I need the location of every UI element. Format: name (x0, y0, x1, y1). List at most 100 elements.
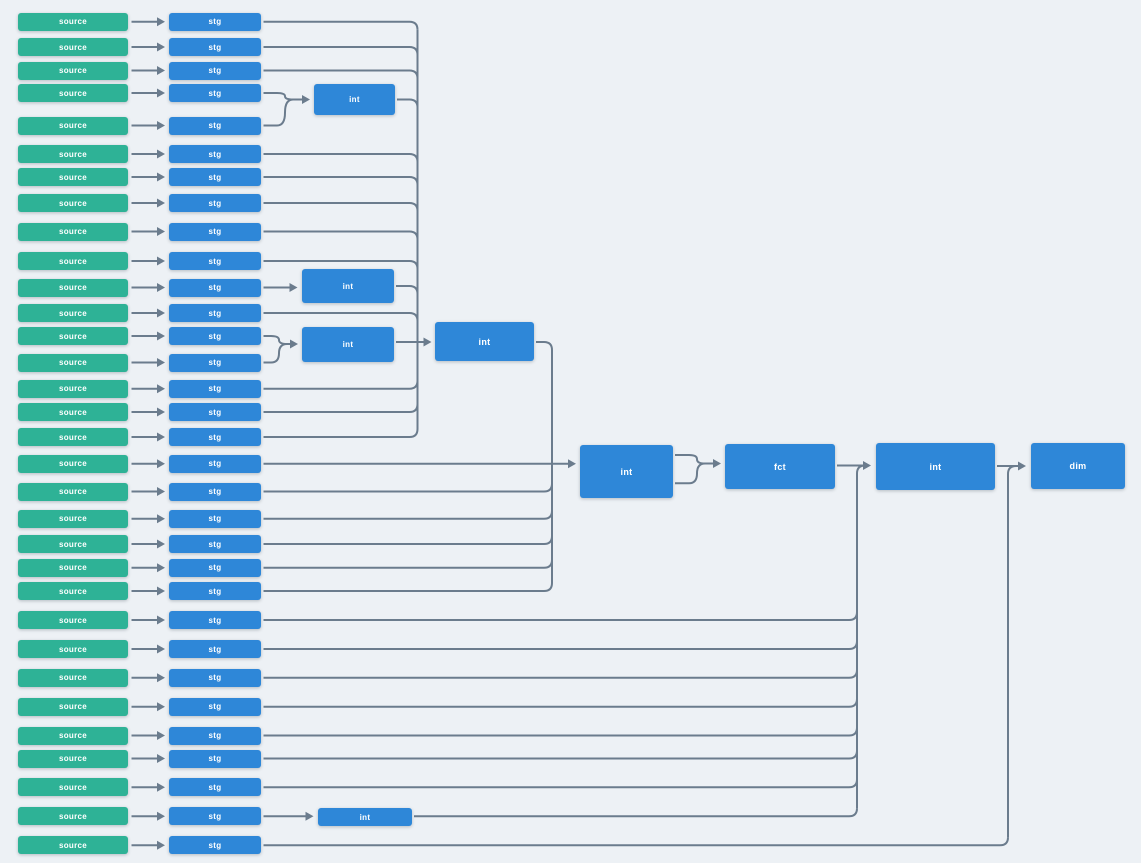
staging-node[interactable]: stg (169, 558, 261, 577)
staging-node[interactable]: stg (169, 836, 261, 855)
source-node[interactable]: source (18, 482, 128, 501)
source-node[interactable]: source (18, 807, 128, 826)
staging-node[interactable]: stg (169, 84, 261, 102)
source-node-label: source (58, 615, 88, 625)
staging-node[interactable]: stg (169, 145, 261, 163)
staging-node[interactable]: stg (169, 116, 261, 135)
staging-node[interactable]: stg (169, 222, 261, 241)
edge (263, 611, 858, 621)
staging-node[interactable]: stg (169, 611, 261, 629)
source-node[interactable]: source (18, 558, 128, 577)
source-node[interactable]: source (18, 697, 128, 716)
source-node-label: source (58, 487, 88, 496)
staging-node[interactable]: stg (169, 353, 261, 372)
staging-node[interactable]: stg (169, 327, 261, 345)
source-node[interactable]: source (18, 353, 128, 372)
arrowhead-icon (157, 539, 165, 549)
staging-node[interactable]: stg (169, 12, 261, 31)
staging-node-label: stg (208, 459, 222, 469)
source-node[interactable]: source (18, 278, 128, 297)
edge (396, 285, 419, 295)
intermediate-node[interactable]: int (435, 322, 534, 361)
staging-node[interactable]: stg (169, 403, 261, 421)
fact-node[interactable]: fct (725, 444, 835, 489)
intermediate-node[interactable]: int (876, 443, 995, 490)
staging-node[interactable]: stg (169, 252, 261, 270)
staging-node[interactable]: stg (169, 509, 261, 528)
staging-node[interactable]: stg (169, 482, 261, 501)
staging-node[interactable]: stg (169, 749, 261, 768)
staging-node[interactable]: stg (169, 640, 261, 658)
staging-node-label: stg (208, 673, 222, 683)
staging-node[interactable]: stg (169, 38, 261, 56)
staging-node[interactable]: stg (169, 535, 261, 553)
staging-node-label: stg (208, 754, 222, 763)
intermediate-node[interactable]: int (302, 326, 394, 362)
source-node[interactable]: source (18, 222, 128, 241)
source-node[interactable]: source (18, 454, 128, 473)
source-node-label: source (58, 149, 88, 159)
staging-node[interactable]: stg (169, 582, 261, 600)
source-node[interactable]: source (18, 12, 128, 31)
source-node-label: source (58, 256, 88, 266)
staging-node[interactable]: stg (169, 428, 261, 446)
source-node[interactable]: source (18, 116, 128, 135)
source-node[interactable]: source (18, 38, 128, 56)
source-node-label: source (58, 644, 88, 654)
edge (263, 260, 419, 270)
staging-node-label: stg (208, 840, 222, 850)
source-node[interactable]: source (18, 84, 128, 102)
staging-node[interactable]: stg (169, 778, 261, 797)
dimension-node[interactable]: dim (1031, 443, 1125, 489)
intermediate-node[interactable]: int (318, 808, 412, 826)
staging-node[interactable]: stg (169, 697, 261, 716)
source-node[interactable]: source (18, 509, 128, 528)
arrowhead-icon (157, 42, 165, 52)
source-node[interactable]: source (18, 428, 128, 446)
staging-node[interactable]: stg (169, 278, 261, 297)
edge (263, 483, 553, 493)
edge (263, 153, 419, 163)
source-node-label: source (58, 88, 88, 98)
source-node[interactable]: source (18, 327, 128, 345)
staging-node[interactable]: stg (169, 726, 261, 745)
source-node[interactable]: source (18, 836, 128, 855)
source-node[interactable]: source (18, 194, 128, 212)
source-node[interactable]: source (18, 403, 128, 421)
source-node[interactable]: source (18, 582, 128, 600)
intermediate-node-label: int (478, 336, 491, 347)
source-node[interactable]: source (18, 726, 128, 745)
source-node[interactable]: source (18, 668, 128, 687)
source-node[interactable]: source (18, 379, 128, 398)
source-node[interactable]: source (18, 252, 128, 270)
staging-node[interactable]: stg (169, 807, 261, 826)
source-node-label: source (58, 731, 88, 740)
intermediate-node[interactable]: int (580, 445, 673, 498)
edge (263, 698, 858, 708)
source-node[interactable]: source (18, 611, 128, 629)
source-node[interactable]: source (18, 535, 128, 553)
arrowhead-icon (157, 149, 165, 159)
arrowhead-icon (157, 17, 165, 27)
staging-node[interactable]: stg (169, 168, 261, 186)
staging-node[interactable]: stg (169, 61, 261, 80)
edge (263, 510, 553, 520)
source-node-label: source (58, 840, 88, 850)
source-node[interactable]: source (18, 145, 128, 163)
source-node[interactable]: source (18, 749, 128, 768)
intermediate-node[interactable]: int (314, 84, 395, 115)
source-node[interactable]: source (18, 61, 128, 80)
intermediate-node[interactable]: int (302, 269, 394, 303)
source-node[interactable]: source (18, 168, 128, 186)
staging-node[interactable]: stg (169, 194, 261, 212)
staging-node[interactable]: stg (169, 454, 261, 473)
source-node[interactable]: source (18, 304, 128, 322)
staging-node[interactable]: stg (169, 668, 261, 687)
edge (263, 535, 553, 545)
source-node-label: source (58, 432, 88, 442)
staging-node[interactable]: stg (169, 379, 261, 398)
source-node[interactable]: source (18, 778, 128, 797)
arrowhead-icon (157, 840, 165, 850)
source-node[interactable]: source (18, 640, 128, 658)
staging-node[interactable]: stg (169, 304, 261, 322)
